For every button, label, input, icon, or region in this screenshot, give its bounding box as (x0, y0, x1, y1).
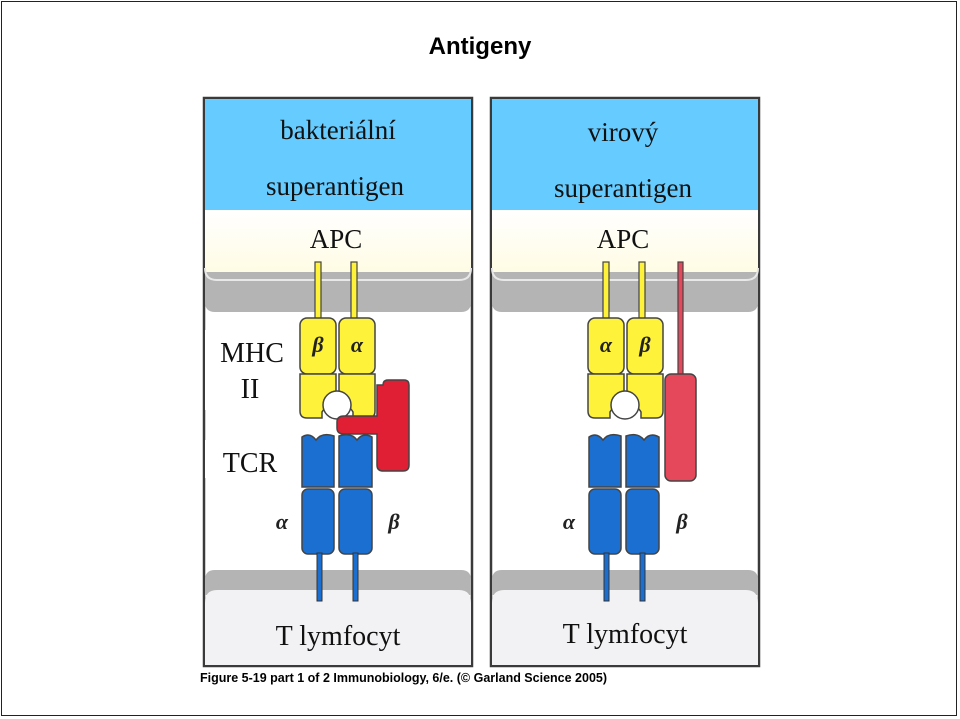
tcr-chain-right-label: β (675, 509, 688, 534)
tcr-stalk-left (603, 552, 610, 602)
side-labels: MHC II TCR (205, 330, 289, 479)
header-line2: superantigen (554, 173, 692, 203)
panel-bacterial: bakteriální superantigen APC β α α β T l… (202, 96, 474, 668)
t-cell-region (492, 590, 758, 665)
header-line2: superantigen (266, 171, 404, 201)
superantigen-bacterial (336, 379, 410, 472)
tcr-chain-left-label: α (276, 509, 289, 534)
superantigen-viral-stalk (677, 261, 684, 381)
mhc-label-backdrop (205, 330, 289, 410)
figure-caption: Figure 5-19 part 1 of 2 Immunobiology, 6… (200, 671, 608, 685)
t-cell-membrane (492, 570, 758, 595)
tcr-chain-left-label: α (563, 509, 576, 534)
mhc-stalk-right (638, 261, 646, 323)
mhc-class-ii (587, 317, 664, 419)
peptide (322, 390, 352, 420)
mhc-stalk-right (350, 261, 358, 323)
tcr-label-backdrop (205, 440, 285, 478)
slide-title: Antigeny (428, 33, 532, 60)
apc-membrane (492, 272, 758, 312)
header-band (492, 99, 758, 210)
tcr-label: TCR (223, 448, 278, 479)
mhc-stalk-left (314, 261, 322, 323)
apc-label: APC (597, 224, 650, 254)
peptide (610, 390, 640, 420)
panel-viral: virový superantigen APC α β α β T lymfoc… (489, 96, 761, 668)
mhc-chain-left-label: α (600, 332, 613, 357)
header-line1: virový (588, 117, 659, 147)
header-band (205, 99, 471, 210)
t-cell-region (205, 590, 471, 665)
tcr-stalk-right (639, 552, 646, 602)
mhc-chain-left-label: β (311, 332, 324, 357)
mhc-stalk-left (602, 261, 610, 323)
t-cell-label: T lymfocyt (276, 621, 401, 652)
t-cell-label: T lymfocyt (563, 619, 688, 650)
t-cell-membrane (205, 570, 471, 595)
apc-region (205, 210, 471, 282)
tcr (588, 433, 660, 555)
mhc-chain-right-label: β (638, 332, 651, 357)
tcr-chain-right-label: β (387, 509, 400, 534)
tcr-stalk-right (352, 552, 359, 602)
tcr-stalk-left (316, 552, 323, 602)
mhc-chain-right-label: α (351, 332, 364, 357)
mhc-class-label: II (241, 374, 260, 405)
apc-membrane (205, 272, 471, 312)
apc-region (492, 210, 758, 282)
header-line1: bakteriální (280, 115, 396, 145)
superantigen-viral (664, 373, 697, 482)
mhc-label: MHC (220, 338, 284, 369)
apc-label: APC (310, 224, 363, 254)
